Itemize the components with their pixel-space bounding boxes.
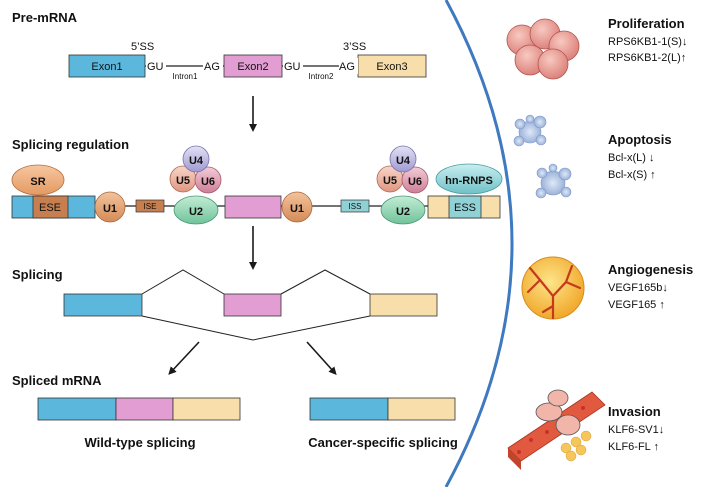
cs-exon3	[387, 397, 456, 421]
u2-left	[173, 195, 219, 225]
sr-label: SR	[30, 176, 45, 188]
gu2-bg	[283, 58, 303, 74]
splicing-exon3	[369, 293, 438, 317]
premrna-exon1	[68, 54, 146, 78]
ss5-label: 5’SS	[131, 41, 154, 53]
ese-label: ESE	[39, 202, 61, 214]
u4-right-label: U4	[396, 155, 411, 167]
splice-junction-2	[280, 269, 371, 295]
hnrnps-label: hn-RNPS	[445, 175, 493, 187]
u2-right-label: U2	[396, 206, 410, 218]
intron2-label: Intron2	[309, 72, 334, 81]
u2-left-label: U2	[189, 206, 203, 218]
hnrnps-protein	[435, 163, 503, 195]
ss3-label: 3’SS	[343, 41, 366, 53]
proliferation-title: Proliferation	[608, 16, 685, 31]
ese-box	[32, 195, 69, 219]
arrow-to-cancer	[306, 341, 337, 375]
skip-junction	[141, 315, 371, 341]
u2-right	[380, 195, 426, 225]
u6-left-label: U6	[201, 176, 215, 188]
section-spliced-title: Spliced mRNA	[12, 373, 102, 388]
invasion-title: Invasion	[608, 404, 661, 419]
sr-protein	[11, 164, 65, 196]
cell-membrane	[444, 0, 514, 487]
u5-right-label: U5	[383, 175, 397, 187]
section-premrna-title: Pre-mRNA	[12, 10, 78, 25]
u1-right-label: U1	[290, 203, 304, 215]
splice-junction-1	[141, 269, 225, 295]
u1-left	[94, 191, 126, 223]
exon2-label: Exon2	[237, 61, 268, 73]
invasion-tissue-icon	[507, 389, 606, 470]
u4-right	[389, 145, 417, 173]
apoptosis-line2: Bcl-x(S) ↑	[608, 169, 656, 181]
wt-exon2	[115, 397, 174, 421]
u4-left	[182, 145, 210, 173]
wt-exon3	[172, 397, 241, 421]
ag1-bg	[203, 58, 223, 74]
apoptosis-title: Apoptosis	[608, 132, 672, 147]
cs-exon1	[309, 397, 389, 421]
u6-left	[194, 166, 222, 194]
ag1-label: AG	[204, 61, 220, 73]
iss-box	[340, 199, 370, 213]
invasion-line1: KLF6-SV1↓	[608, 424, 664, 436]
ag2-label: AG	[339, 61, 355, 73]
proliferation-line2: RPS6KB1-2(L)↑	[608, 52, 686, 64]
angiogenesis-line2: VEGF165 ↑	[608, 299, 665, 311]
premrna-exon2	[223, 54, 283, 78]
u1-right	[281, 191, 313, 223]
u5-left-label: U5	[176, 175, 190, 187]
proliferation-cells-icon	[506, 18, 580, 80]
invasion-line2: KLF6-FL ↑	[608, 441, 659, 453]
exon3-label: Exon3	[376, 61, 407, 73]
u4-left-label: U4	[189, 155, 204, 167]
section-splicing-title: Splicing	[12, 267, 63, 282]
splicing-exon1	[63, 293, 143, 317]
ag2-bg	[339, 58, 358, 74]
iss-label: ISS	[349, 202, 362, 211]
u1-left-label: U1	[103, 203, 117, 215]
apoptosis-line1: Bcl-x(L) ↓	[608, 152, 654, 164]
wt-exon1	[37, 397, 117, 421]
exon1-label: Exon1	[91, 61, 122, 73]
u6-right	[401, 166, 429, 194]
proliferation-line1: RPS6KB1-1(S)↓	[608, 36, 687, 48]
ess-box	[448, 195, 482, 219]
angiogenesis-line1: VEGF165b↓	[608, 282, 668, 294]
u6-right-label: U6	[408, 176, 422, 188]
gu1-bg	[146, 58, 166, 74]
angiogenesis-title: Angiogenesis	[608, 262, 693, 277]
ise-box	[135, 199, 165, 213]
gu1-label: GU	[147, 61, 164, 73]
intron1-label: Intron1	[173, 72, 198, 81]
section-regulation-title: Splicing regulation	[12, 137, 129, 152]
arrow-to-wildtype	[168, 341, 200, 375]
wildtype-label: Wild-type splicing	[84, 435, 195, 450]
ess-label: ESS	[454, 202, 476, 214]
gu2-label: GU	[284, 61, 301, 73]
apoptosis-cells-icon	[513, 114, 572, 199]
splicing-exon2	[223, 293, 282, 317]
angiogenesis-tumor-icon	[521, 256, 585, 320]
cancer-label: Cancer-specific splicing	[308, 435, 458, 450]
reg-exon2	[224, 195, 282, 219]
ise-label: ISE	[144, 202, 157, 211]
